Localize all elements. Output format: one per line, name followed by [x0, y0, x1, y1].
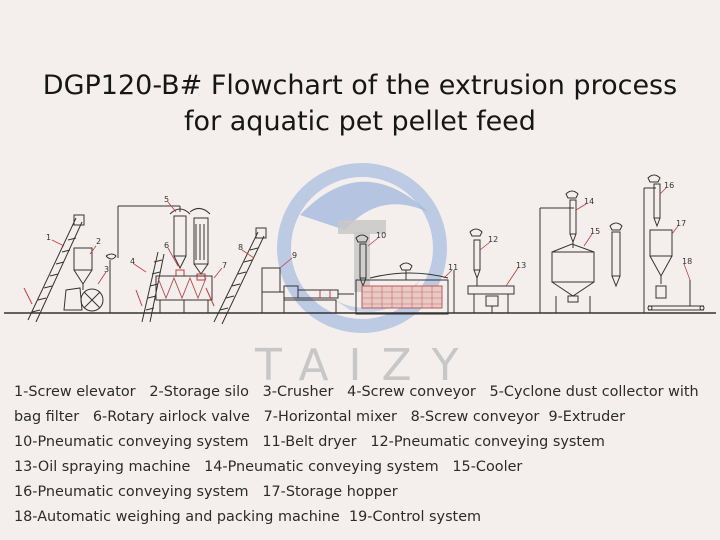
- legend-item-1: 1-Screw elevator: [14, 384, 136, 400]
- cyclone-dust-collector-5: [117, 205, 211, 275]
- legend-item-7: 7-Horizontal mixer: [263, 409, 397, 425]
- legend-item-5: 5-Cyclone dust collector with bag filter: [14, 384, 699, 425]
- legend-item-16: 16-Pneumatic conveying system: [14, 484, 249, 500]
- legend-item-18: 18-Automatic weighing and packing machin…: [14, 509, 340, 525]
- automatic-weighing-packing-machine-18: [647, 280, 705, 311]
- watermark-ring: [277, 163, 447, 333]
- storage-silo-2: [73, 247, 93, 290]
- callout-14: 14: [584, 197, 594, 206]
- legend-item-4: 4-Screw conveyor: [347, 384, 476, 400]
- callout-numbers: 1 2 3 4 5 6 7 8 9 10 11 12 13 14 15 16 1…: [46, 181, 692, 274]
- legend-item-10: 10-Pneumatic conveying system: [14, 434, 249, 450]
- callout-11: 11: [448, 263, 458, 272]
- storage-hopper-17: [649, 229, 673, 284]
- legend-item-11: 11-Belt dryer: [262, 434, 357, 450]
- legend-item-6: 6-Rotary airlock valve: [92, 409, 250, 425]
- callout-6: 6: [164, 241, 169, 250]
- legend-item-17: 17-Storage hopper: [262, 484, 398, 500]
- crusher-3: [63, 253, 117, 313]
- callout-2: 2: [96, 237, 101, 246]
- watermark-t-bar: [338, 220, 386, 234]
- callout-5: 5: [164, 195, 169, 204]
- callout-18: 18: [682, 257, 692, 266]
- callout-leaders: [51, 187, 691, 287]
- screw-conveyor-8: [205, 227, 267, 325]
- belt-dryer-11: [355, 262, 455, 315]
- callout-13: 13: [516, 261, 526, 270]
- legend-item-3: 3-Crusher: [262, 384, 334, 400]
- watermark-swirl-top: [300, 181, 428, 230]
- callout-10: 10: [376, 231, 386, 240]
- title-line-2: for aquatic pet pellet feed: [184, 106, 536, 137]
- callout-7: 7: [222, 261, 227, 270]
- legend-item-9: 9-Extruder: [548, 409, 625, 425]
- callout-4: 4: [130, 257, 135, 266]
- callout-1: 1: [46, 233, 51, 242]
- screw-elevator-1: [23, 214, 85, 323]
- oil-spraying-machine-13: [467, 285, 515, 313]
- legend-item-2: 2-Storage silo: [149, 384, 249, 400]
- callout-17: 17: [676, 219, 686, 228]
- title-line-1: DGP120-B# Flowchart of the extrusion pro…: [42, 70, 678, 101]
- process-diagram: 1 2 3 4 5 6 7 8 9 10 11 12 13 14 15 16 1…: [4, 174, 716, 325]
- pneumatic-conveying-system-12: [469, 228, 483, 286]
- callout-3: 3: [104, 265, 109, 274]
- callout-12: 12: [488, 235, 498, 244]
- legend-item-19: 19-Control system: [348, 509, 482, 525]
- screw-conveyor-4: [135, 251, 165, 323]
- extruder-9: [261, 267, 354, 314]
- cooler-15: [551, 222, 623, 313]
- legend-item-8: 8-Screw conveyor: [410, 409, 540, 425]
- pneumatic-conveying-system-10: [355, 234, 369, 294]
- equipment-legend: 1-Screw elevator 2-Storage silo 3-Crushe…: [14, 380, 714, 530]
- pneumatic-conveying-system-14: [539, 190, 579, 313]
- legend-item-12: 12-Pneumatic conveying system: [370, 434, 605, 450]
- watermark-text: TAIZY: [255, 340, 479, 391]
- legend-item-13: 13-Oil spraying machine: [14, 459, 191, 475]
- pneumatic-conveying-system-16: [643, 174, 661, 313]
- diagram-title: DGP120-B# Flowchart of the extrusion pro…: [0, 68, 720, 140]
- callout-15: 15: [590, 227, 600, 236]
- legend-item-15: 15-Cooler: [452, 459, 523, 475]
- callout-16: 16: [664, 181, 674, 190]
- callout-9: 9: [292, 251, 297, 260]
- horizontal-mixer-7: [155, 275, 213, 314]
- callout-8: 8: [238, 243, 243, 252]
- legend-item-14: 14-Pneumatic conveying system: [204, 459, 439, 475]
